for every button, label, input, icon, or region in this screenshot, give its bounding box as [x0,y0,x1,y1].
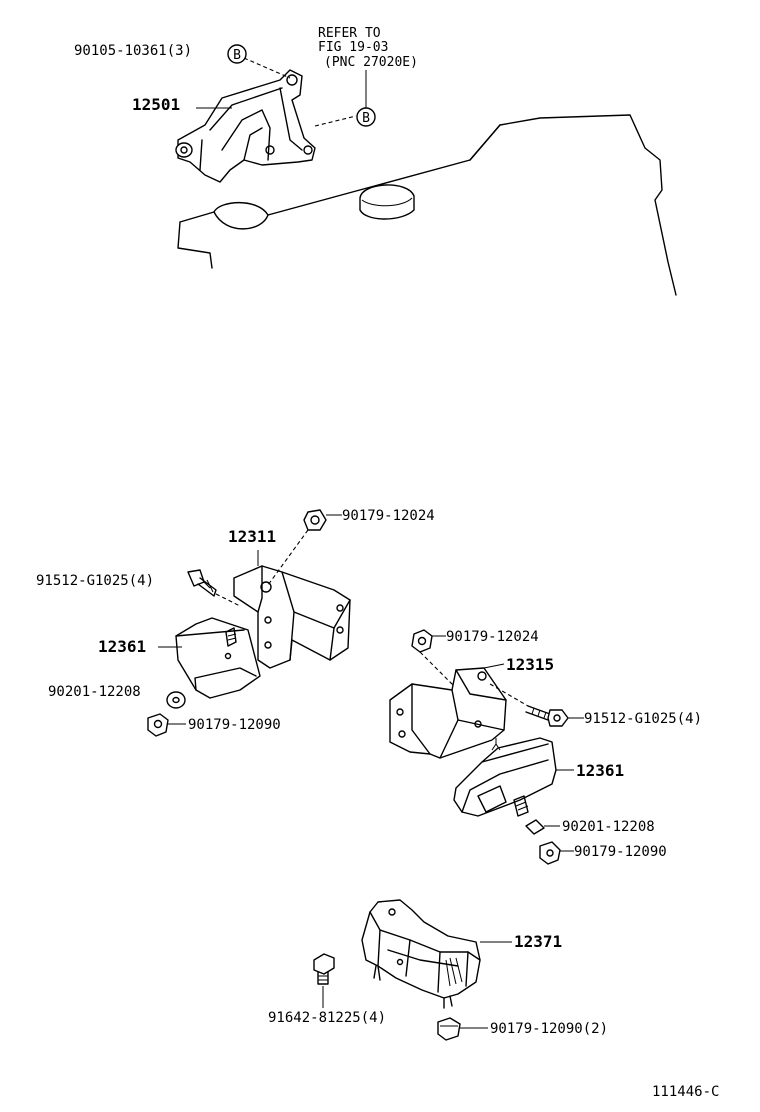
insulator-12361-a [175,617,261,699]
label-12371: 12371 [514,932,562,951]
label-12361-a: 12361 [98,637,146,656]
label-90179-12090-c: 90179-12090(2) [490,1021,608,1037]
washer-90201-b [525,819,545,835]
label-91512-G1025-b: 91512-G1025(4) [584,711,702,727]
nut-90179-12090-a [147,713,169,737]
nut-90179-12090-b [539,841,561,865]
bolt-91512-b [525,705,569,727]
bolt-91642 [313,953,335,985]
nut-90179-12024-b [411,629,433,653]
label-90179-12024-a: 90179-12024 [342,508,435,524]
label-12361-b: 12361 [576,761,624,780]
bolt-91512-a [187,569,217,597]
marker-b-2: B [356,107,376,127]
figure-id: 111446-C [652,1084,719,1100]
washer-90201-a [166,691,186,709]
bracket-12311 [233,565,351,669]
insulator-12361-b [453,737,557,817]
reference-line1: REFER TO [318,26,381,41]
svg-text:B: B [233,48,241,63]
label-90179-12090-a: 90179-12090 [188,717,281,733]
engine-block-outline [177,114,677,296]
nut-90179-12024-a [303,509,327,531]
label-12311: 12311 [228,527,276,546]
marker-b-1: B [227,44,247,64]
reference-line2: FIG 19-03 [318,40,388,55]
label-90201-12208-b: 90201-12208 [562,819,655,835]
dash-bolt-a [215,593,241,607]
label-91642-81225: 91642-81225(4) [268,1010,386,1026]
dash-bolt-b [489,683,529,707]
nut-90179-12090-c [437,1017,461,1041]
label-90201-12208-a: 90201-12208 [48,684,141,700]
reference-line3: (PNC 27020E) [324,55,418,70]
mount-12371 [361,899,481,1009]
leader-12315 [483,663,505,669]
bracket-12501 [175,57,357,183]
label-12315: 12315 [506,655,554,674]
label-91512-G1025-a: 91512-G1025(4) [36,573,154,589]
label-90105-10361: 90105-10361(3) [74,43,192,59]
dash-nut-a [267,529,309,586]
dash-nut-b [419,651,459,691]
bracket-12315 [389,667,507,759]
label-12501: 12501 [132,95,180,114]
label-90179-12090-b: 90179-12090 [574,844,667,860]
svg-text:B: B [362,111,370,126]
label-90179-12024-b: 90179-12024 [446,629,539,645]
